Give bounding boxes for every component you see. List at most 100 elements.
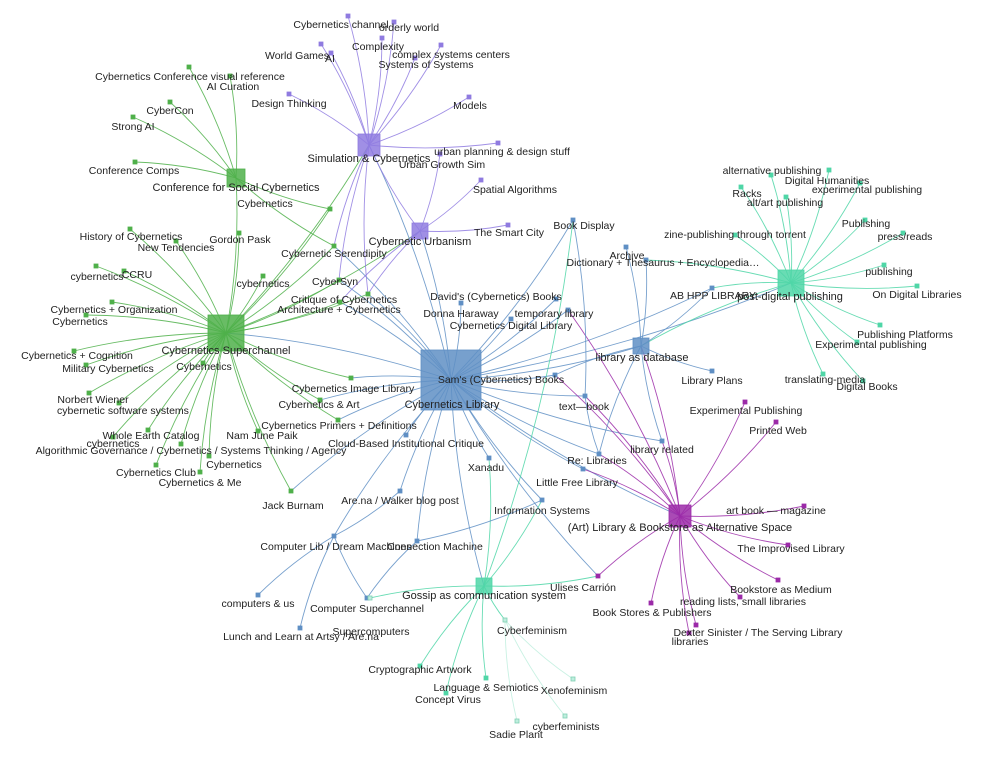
node-npaik[interactable] <box>255 428 261 434</box>
node-infosys[interactable] <box>539 497 545 503</box>
node-concvirus[interactable] <box>443 690 449 696</box>
node-zine[interactable] <box>732 232 738 238</box>
node-cyberfem[interactable] <box>502 617 508 623</box>
node-ulises[interactable] <box>595 573 601 579</box>
node-orderly[interactable] <box>391 19 397 25</box>
node-serendipity[interactable] <box>331 243 337 249</box>
node-archcyb[interactable] <box>337 299 343 305</box>
node-worldgames[interactable] <box>318 41 324 47</box>
node-exppub[interactable] <box>857 180 863 186</box>
node-complexcenters[interactable] <box>438 42 444 48</box>
node-wec[interactable] <box>145 427 151 433</box>
node-haraway[interactable] <box>458 300 464 306</box>
node-publishingC[interactable] <box>862 217 868 223</box>
node-pressreads[interactable] <box>900 230 906 236</box>
node-cybme[interactable] <box>197 469 203 475</box>
node-strongai[interactable] <box>130 114 136 120</box>
node-lfl[interactable] <box>580 466 586 472</box>
node-urbanplan[interactable] <box>495 140 501 146</box>
node-dexter[interactable] <box>693 622 699 628</box>
node-ccru[interactable] <box>121 268 127 274</box>
hub-node-libdb[interactable] <box>632 337 650 355</box>
node-cyberneticsl3[interactable] <box>110 434 116 440</box>
node-artbook[interactable] <box>801 503 807 509</box>
node-printedweb[interactable] <box>773 419 779 425</box>
node-complib[interactable] <box>331 533 337 539</box>
node-cloud[interactable] <box>403 432 409 438</box>
node-libplans[interactable] <box>709 368 715 374</box>
node-ondiglib[interactable] <box>914 283 920 289</box>
node-cybernetics_d[interactable] <box>206 453 212 459</box>
node-critique[interactable] <box>365 291 371 297</box>
node-cybsoft[interactable] <box>116 400 122 406</box>
hub-node-cybernetics_library[interactable] <box>420 349 482 411</box>
node-history[interactable] <box>127 226 133 232</box>
node-readinglists[interactable] <box>737 594 743 600</box>
node-translating[interactable] <box>820 371 826 377</box>
node-altpub[interactable] <box>768 172 774 178</box>
hub-node-gossip[interactable] <box>475 577 493 595</box>
node-pask[interactable] <box>236 230 242 236</box>
node-urbangrowth[interactable] <box>437 151 443 157</box>
node-davids[interactable] <box>553 296 559 302</box>
node-connmach[interactable] <box>414 538 420 544</box>
node-confcomps[interactable] <box>132 159 138 165</box>
node-textbook[interactable] <box>582 393 588 399</box>
node-digilib[interactable] <box>508 316 514 322</box>
node-cyberneticsl2[interactable] <box>260 273 266 279</box>
node-sos[interactable] <box>412 55 418 61</box>
node-cybernetics_c[interactable] <box>200 360 206 366</box>
node-librelated[interactable] <box>659 438 665 444</box>
node-cybart[interactable] <box>317 397 323 403</box>
node-cybernetics_b[interactable] <box>83 312 89 318</box>
node-dighum[interactable] <box>826 167 832 173</box>
node-exppub2[interactable] <box>854 339 860 345</box>
node-publishingl[interactable] <box>881 262 887 268</box>
node-arena[interactable] <box>397 488 403 494</box>
node-cybclub[interactable] <box>153 462 159 468</box>
node-abhpp[interactable] <box>709 285 715 291</box>
node-conf_visual[interactable] <box>186 64 192 70</box>
node-cyb_channel[interactable] <box>345 13 351 19</box>
node-libraries[interactable] <box>686 630 692 636</box>
node-cyberneticsl[interactable] <box>93 263 99 269</box>
node-designthinking[interactable] <box>286 91 292 97</box>
node-xenofem[interactable] <box>570 676 576 682</box>
node-bsmedium[interactable] <box>775 577 781 583</box>
node-langsem[interactable] <box>483 675 489 681</box>
node-compus[interactable] <box>255 592 261 598</box>
node-ai[interactable] <box>328 50 334 56</box>
node-algogov[interactable] <box>178 441 184 447</box>
node-sams[interactable] <box>552 372 558 378</box>
hub-node-altspace[interactable] <box>668 504 692 528</box>
node-exppub3[interactable] <box>742 399 748 405</box>
node-pubplat[interactable] <box>877 322 883 328</box>
node-sadie[interactable] <box>514 718 520 724</box>
hub-node-cybernetics_superchannel[interactable] <box>207 314 245 352</box>
node-dict[interactable] <box>643 257 649 263</box>
node-cybernetics_a[interactable] <box>327 206 333 212</box>
node-supercomp[interactable] <box>367 595 373 601</box>
node-bookdisplay[interactable] <box>570 217 576 223</box>
hub-node-simulation[interactable] <box>357 133 381 157</box>
node-cybersyn[interactable] <box>336 277 342 283</box>
node-xanadu[interactable] <box>486 455 492 461</box>
node-altart[interactable] <box>783 194 789 200</box>
node-relibs[interactable] <box>596 451 602 457</box>
node-digbooks[interactable] <box>860 378 866 384</box>
node-imagelib[interactable] <box>348 375 354 381</box>
node-improvised[interactable] <box>785 542 791 548</box>
node-archive[interactable] <box>623 244 629 250</box>
hub-node-urbanism[interactable] <box>411 222 429 240</box>
node-burnham[interactable] <box>288 488 294 494</box>
node-bsp[interactable] <box>648 600 654 606</box>
node-primers[interactable] <box>335 417 341 423</box>
node-lunch[interactable] <box>297 625 303 631</box>
node-cogn[interactable] <box>71 348 77 354</box>
node-cybercon[interactable] <box>167 99 173 105</box>
hub-node-postdigital[interactable] <box>777 269 805 297</box>
node-complexity[interactable] <box>379 35 385 41</box>
node-spatial[interactable] <box>478 177 484 183</box>
node-wiener[interactable] <box>86 390 92 396</box>
node-racks[interactable] <box>738 184 744 190</box>
